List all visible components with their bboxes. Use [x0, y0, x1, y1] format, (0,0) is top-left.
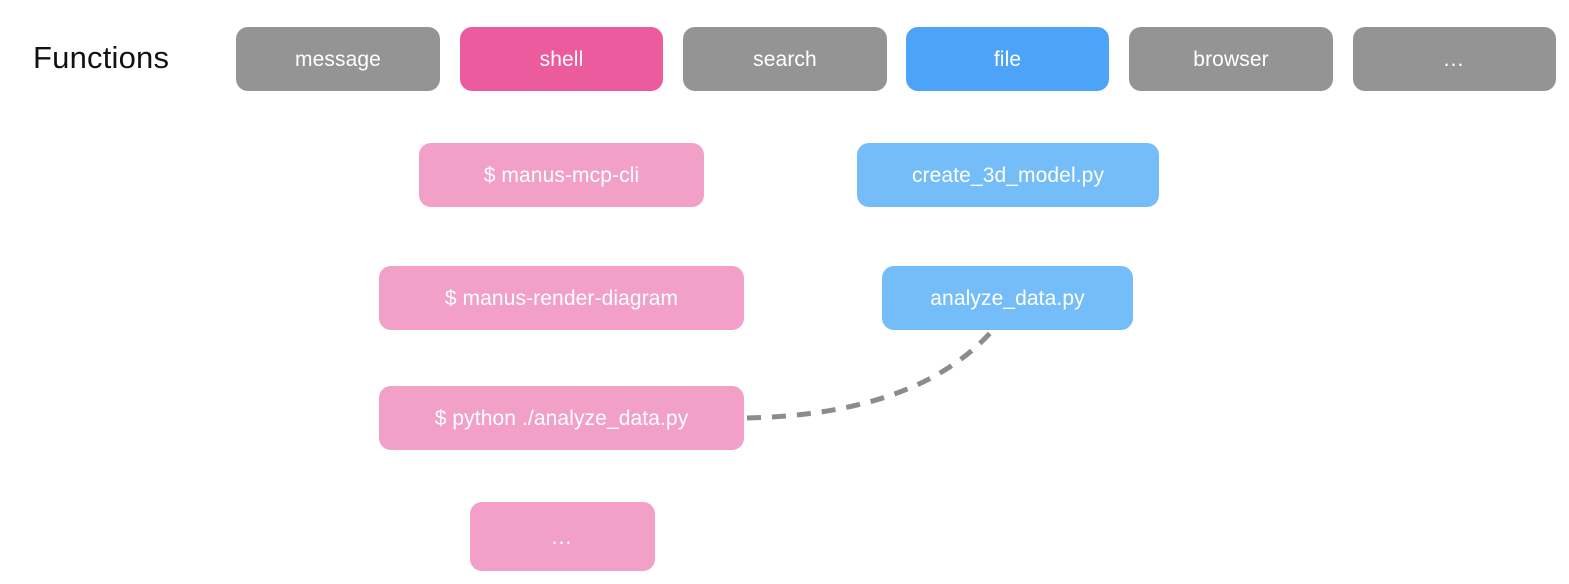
file-item-create-3d-model-py[interactable]: create_3d_model.py	[857, 143, 1159, 207]
shell-command-label: $ python ./analyze_data.py	[434, 406, 689, 430]
function-tab-label: message	[295, 47, 381, 71]
shell-command-ellipsis[interactable]: …	[470, 502, 655, 571]
file-item-label: create_3d_model.py	[911, 163, 1105, 187]
shell-command-python-analyze-data-py[interactable]: $ python ./analyze_data.py	[379, 386, 744, 450]
shell-command-label: …	[550, 523, 575, 549]
shell-command-label: $ manus-mcp-cli	[483, 163, 640, 187]
dashed-connector-analyze-data	[746, 329, 994, 421]
function-tab-label: file	[993, 47, 1022, 71]
function-tab-ellipsis[interactable]: …	[1353, 27, 1556, 91]
function-tab-search[interactable]: search	[683, 27, 887, 91]
function-tab-file[interactable]: file	[906, 27, 1109, 91]
function-tab-label: browser	[1193, 47, 1269, 71]
shell-command-manus-mcp-cli[interactable]: $ manus-mcp-cli	[419, 143, 704, 207]
shell-command-manus-render-diagram[interactable]: $ manus-render-diagram	[379, 266, 744, 330]
function-tab-label: shell	[539, 47, 584, 71]
page-title: Functions	[33, 40, 170, 75]
function-tab-shell[interactable]: shell	[460, 27, 663, 91]
function-tab-label: search	[753, 47, 817, 71]
function-tab-browser[interactable]: browser	[1129, 27, 1333, 91]
function-tab-label: …	[1442, 46, 1467, 71]
function-tab-message[interactable]: message	[236, 27, 440, 91]
file-item-label: analyze_data.py	[930, 286, 1085, 310]
shell-command-label: $ manus-render-diagram	[444, 286, 679, 310]
file-item-analyze-data-py[interactable]: analyze_data.py	[882, 266, 1133, 330]
